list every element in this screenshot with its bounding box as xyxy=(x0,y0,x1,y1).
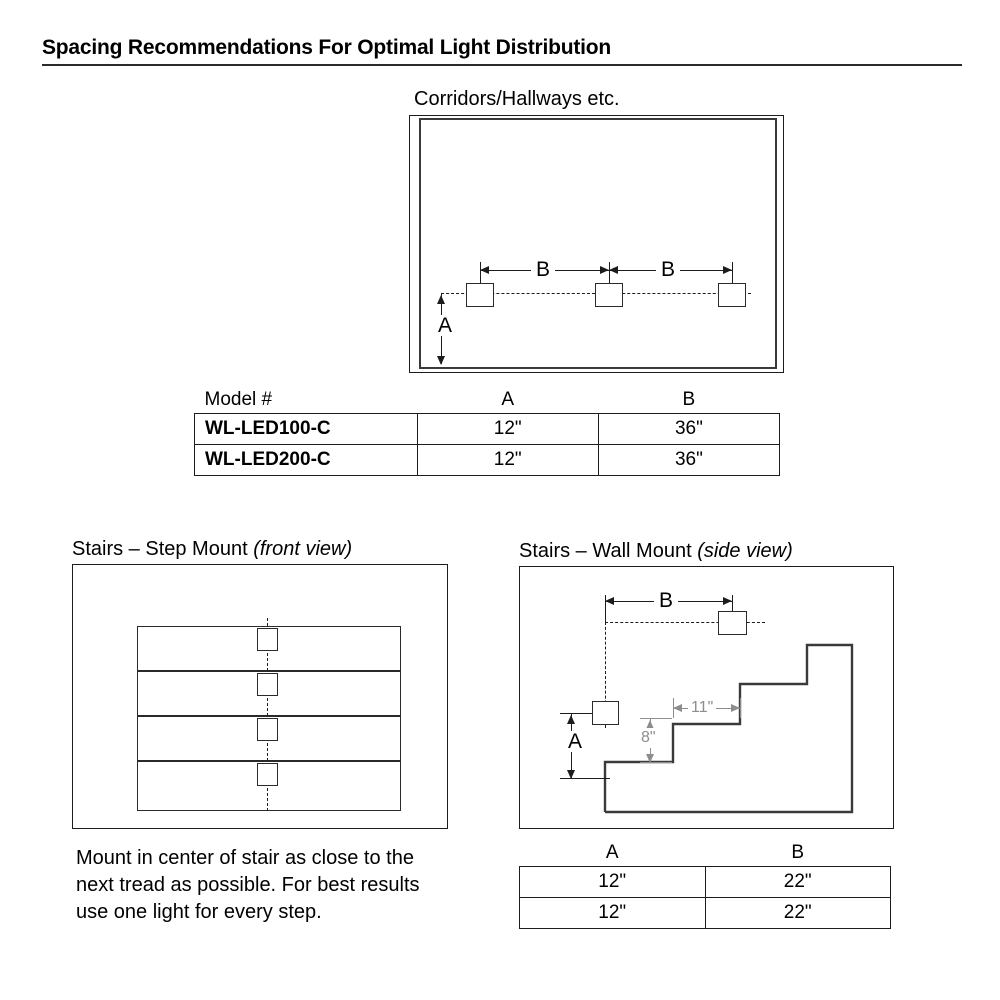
corridor-dimension-a-arrow-down xyxy=(437,356,445,365)
step-mount-centerline xyxy=(267,618,268,811)
step-mount-note: Mount in center of stair as close to the… xyxy=(76,847,420,923)
corridor-row-1-a: 12" xyxy=(416,444,599,476)
wall-mount-caption-main: Stairs – Wall Mount xyxy=(519,540,698,562)
corridor-extension-tick-1 xyxy=(480,262,481,290)
title-divider xyxy=(42,64,962,66)
step-mount-fixture-2 xyxy=(257,673,278,696)
step-mount-fixture-1 xyxy=(257,628,278,651)
corridor-row-1-b: 36" xyxy=(597,444,781,476)
table-row: WL-LED200-C 12" 36" xyxy=(194,444,781,476)
wall-mount-table-header-a: A xyxy=(605,842,619,863)
wall-mount-dimension-b-tick-right xyxy=(732,595,733,617)
riser-height-arrow-up xyxy=(646,720,654,729)
corridor-dimension-b2-arrow-right xyxy=(723,266,732,274)
corridor-table-header-model: Model # xyxy=(204,389,273,410)
riser-height-arrow-down xyxy=(646,754,654,763)
table-row: 12" 22" xyxy=(519,897,891,929)
wall-mount-row-0-a: 12" xyxy=(519,866,706,898)
page-title: Spacing Recommendations For Optimal Ligh… xyxy=(42,36,612,59)
riser-height-tick-top xyxy=(640,718,672,719)
wall-mount-fixture-upper xyxy=(718,611,747,635)
corridor-section-caption: Corridors/Hallways etc. xyxy=(414,88,620,110)
wall-mount-fixture-lower xyxy=(592,701,619,725)
corridor-fixture-3 xyxy=(718,283,746,307)
corridor-dimension-a-arrow-up xyxy=(437,295,445,304)
corridor-wall-outline xyxy=(419,118,777,369)
wall-mount-row-1-a: 12" xyxy=(519,897,706,929)
wall-mount-dimension-a-upper-leader xyxy=(560,713,596,714)
wall-mount-dimension-a-arrow-up xyxy=(567,715,575,724)
corridor-table-header-b: B xyxy=(682,389,696,410)
tread-depth-arrow-right xyxy=(731,704,740,712)
wall-mount-dimension-a-arrow-down xyxy=(567,770,575,779)
table-header-row: A B xyxy=(520,838,891,867)
tread-depth-label: 11" xyxy=(688,700,717,716)
corridor-diagram-frame xyxy=(409,115,784,373)
wall-mount-row-1-b: 22" xyxy=(704,897,891,929)
wall-mount-caption-italic: (side view) xyxy=(697,540,793,562)
corridor-row-0-a: 12" xyxy=(416,413,599,445)
tread-depth-tick-right xyxy=(740,698,741,718)
corridor-dimension-b1-arrow-right xyxy=(600,266,609,274)
wall-mount-table-header-b: B xyxy=(791,842,805,863)
corridor-dimension-b1-label: B xyxy=(531,259,556,280)
corridor-row-0-b: 36" xyxy=(597,413,781,445)
wall-mount-dimension-b-arrow-left xyxy=(605,597,614,605)
step-mount-caption-main: Stairs – Step Mount xyxy=(72,538,254,560)
riser-height-tick-bottom xyxy=(640,762,672,763)
step-mount-caption: Stairs – Step Mount (front view) xyxy=(72,538,352,561)
wall-mount-dimension-a-label: A xyxy=(563,731,588,752)
staircase-profile-outline xyxy=(603,643,854,814)
wall-mount-spec-table: A B 12" 22" 12" 22" xyxy=(519,838,891,929)
corridor-row-1-model: WL-LED200-C xyxy=(194,444,418,476)
wall-mount-dimension-b-arrow-right xyxy=(723,597,732,605)
corridor-dimension-b2-label: B xyxy=(656,259,681,280)
table-row: WL-LED100-C 12" 36" xyxy=(194,413,781,445)
tread-depth-arrow-left xyxy=(673,704,682,712)
wall-mount-upper-guideline xyxy=(605,622,765,623)
wall-mount-dimension-a-lower-leader xyxy=(560,778,610,779)
riser-height-label: 8" xyxy=(641,728,656,748)
corridor-dimension-b1-arrow-left xyxy=(480,266,489,274)
corridor-dimension-a-label: A xyxy=(433,315,458,336)
wall-mount-vertical-guideline xyxy=(605,622,606,728)
table-row: 12" 22" xyxy=(519,866,891,898)
table-header-row: Model # A B xyxy=(195,385,780,414)
corridor-fixture-2 xyxy=(595,283,623,307)
corridor-row-0-model: WL-LED100-C xyxy=(194,413,418,445)
wall-mount-row-0-b: 22" xyxy=(704,866,891,898)
corridor-fixture-1 xyxy=(466,283,494,307)
corridor-dimension-b2-arrow-left xyxy=(609,266,618,274)
step-mount-fixture-4 xyxy=(257,763,278,786)
step-mount-fixture-3 xyxy=(257,718,278,741)
corridor-extension-tick-3 xyxy=(732,262,733,290)
corridor-extension-tick-2 xyxy=(609,262,610,290)
wall-mount-dimension-b-label: B xyxy=(654,590,679,611)
corridor-table-header-a: A xyxy=(501,389,515,410)
step-mount-caption-italic: (front view) xyxy=(253,538,353,560)
wall-mount-caption: Stairs – Wall Mount (side view) xyxy=(519,540,793,563)
wall-mount-diagram-frame xyxy=(519,566,894,829)
wall-mount-dimension-b-tick-left xyxy=(605,595,606,622)
corridor-spec-table: Model # A B WL-LED100-C 12" 36" WL-LED20… xyxy=(194,385,781,476)
